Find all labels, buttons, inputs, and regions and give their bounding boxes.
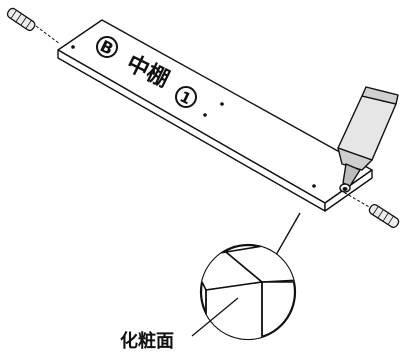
hole xyxy=(220,102,224,106)
circle-number-badge xyxy=(175,86,197,108)
hole xyxy=(71,45,75,49)
hole xyxy=(203,113,207,117)
dowel-icon xyxy=(339,189,400,229)
circle-letter-badge xyxy=(96,36,118,58)
label-leader xyxy=(191,297,239,337)
hole xyxy=(312,184,316,188)
dowel-icon xyxy=(6,7,61,45)
glue-bottle-icon xyxy=(337,86,399,193)
finished-surface-label: 化粧面 xyxy=(120,330,174,352)
panel-holes xyxy=(71,45,316,188)
magnifier-callout-icon xyxy=(199,243,297,341)
